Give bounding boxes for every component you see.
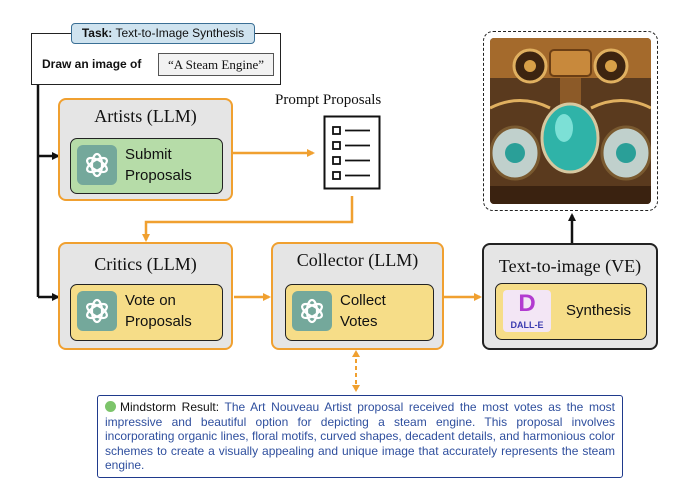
task-tag: Task: Text-to-Image Synthesis [71, 23, 255, 44]
task-tag-value: Text-to-Image Synthesis [115, 26, 245, 40]
result-text: The Art Nouveau Artist proposal received… [105, 400, 615, 472]
green-dot-icon [105, 401, 116, 412]
prompt-proposals-label: Prompt Proposals [275, 92, 382, 108]
task-prompt: “A Steam Engine” [158, 53, 274, 76]
collector-box: Collector (LLM) Collect Votes [271, 242, 444, 350]
artists-action-box: Submit Proposals [70, 138, 223, 194]
steampunk-image [490, 38, 651, 204]
collector-action-box: Collect Votes [285, 284, 434, 341]
tti-action-label: Synthesis [566, 302, 632, 319]
openai-logo-icon [292, 291, 332, 331]
mindstorm-result: Mindstorm Result: The Art Nouveau Artist… [97, 395, 623, 478]
openai-logo-icon [77, 291, 117, 331]
collector-title: Collector (LLM) [296, 250, 419, 270]
dalle-logo-letter: D [518, 290, 536, 317]
tti-title: Text-to-image (VE) [498, 256, 642, 276]
critics-box: Critics (LLM) Vote on Proposals [58, 242, 233, 350]
critics-action-label: Vote on Proposals [125, 292, 192, 330]
task-instruction: Draw an image of [42, 57, 142, 71]
dalle-logo-icon: D DALL-E [503, 290, 551, 332]
critics-title: Critics (LLM) [94, 254, 197, 274]
artists-action-label: Submit Proposals [125, 146, 192, 184]
checklist-icon [323, 115, 381, 190]
collector-action-label: Collect Votes [340, 292, 386, 330]
tti-action-box: D DALL-E Synthesis [495, 283, 647, 340]
text-to-image-box: Text-to-image (VE) D DALL-E Synthesis [482, 243, 658, 350]
artists-box: Artists (LLM) Submit Proposals [58, 98, 233, 201]
openai-logo-icon [77, 145, 117, 185]
artists-title: Artists (LLM) [94, 106, 197, 126]
output-image-frame [483, 31, 658, 211]
dalle-logo-text: DALL-E [510, 320, 544, 330]
critics-action-box: Vote on Proposals [70, 284, 223, 341]
result-label: Mindstorm Result: [120, 400, 220, 414]
arrow-proposals-to-critics [142, 196, 354, 242]
task-tag-label: Task: [81, 26, 113, 40]
